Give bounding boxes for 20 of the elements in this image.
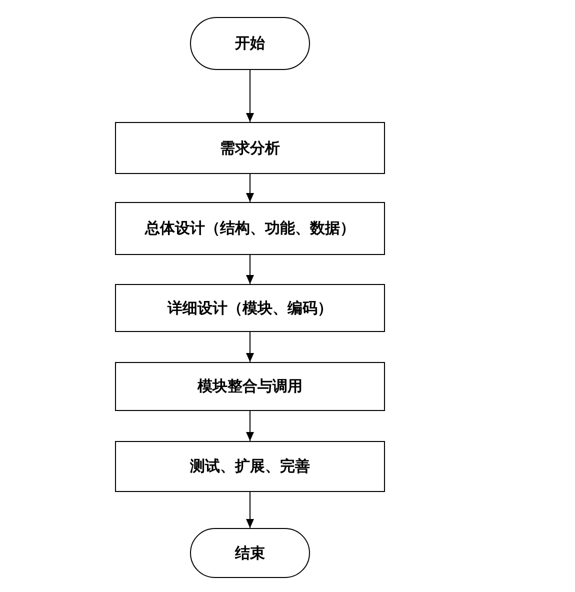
arrow	[246, 410, 254, 442]
process-box	[115, 441, 385, 492]
step-label: 需求分析	[220, 138, 280, 158]
step-label: 模块整合与调用	[198, 377, 302, 396]
step-label: 详细设计（模块、编码）	[168, 298, 332, 318]
terminal-box	[190, 17, 310, 70]
terminal-box	[190, 528, 310, 578]
arrow	[246, 70, 254, 122]
step-label: 测试、扩展、完善	[190, 457, 310, 476]
step-label: 开始	[235, 34, 265, 53]
process-box	[115, 122, 385, 174]
process-box	[115, 284, 385, 332]
arrow	[246, 174, 254, 202]
arrow	[246, 332, 254, 362]
arrow	[246, 492, 254, 528]
step-label: 结束	[235, 544, 265, 562]
step-label: 总体设计（结构、功能、数据）	[145, 219, 355, 238]
process-box	[115, 202, 385, 255]
arrow	[246, 254, 254, 284]
process-box	[115, 362, 385, 411]
